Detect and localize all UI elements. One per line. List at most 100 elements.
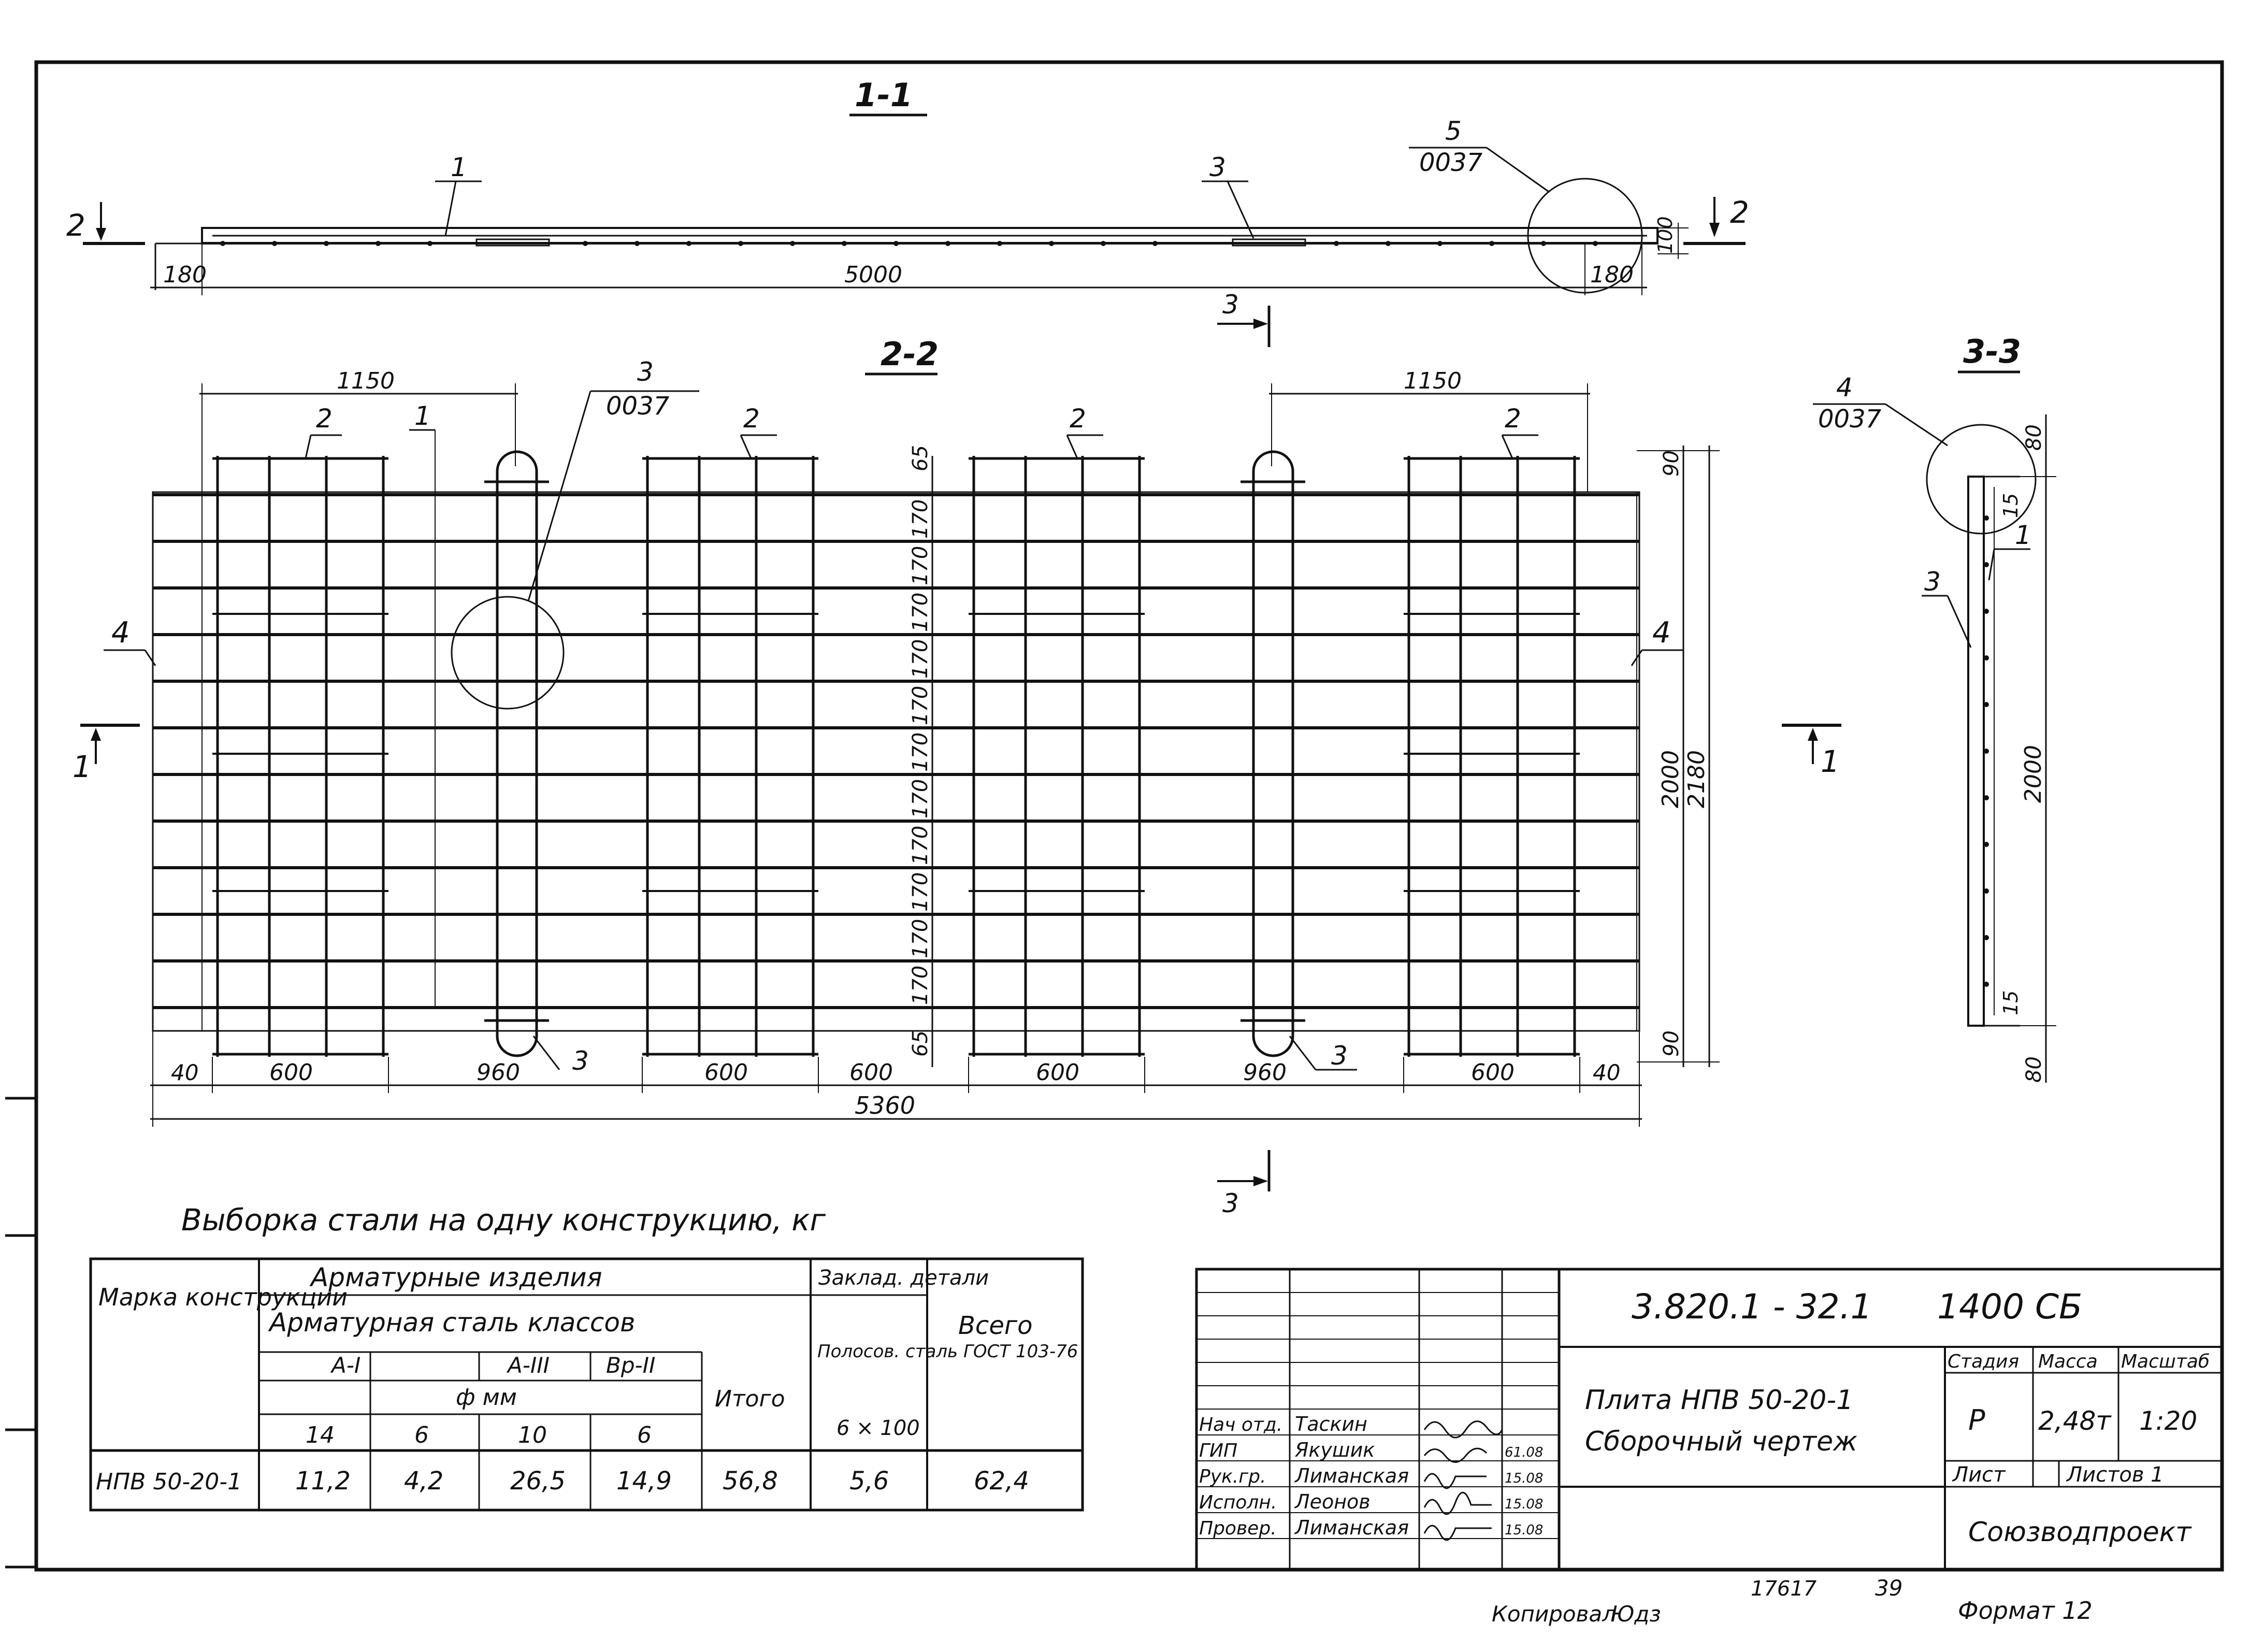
signer-date: 15.08 [1505,1497,1543,1512]
sheet-code: 1400 СБ [1937,1287,2082,1327]
dim-80-bottom: 80 [2022,1056,2046,1083]
callout-2-a: 2 [316,404,333,434]
signer-role: Рук.гр. [1199,1466,1266,1487]
dim-65-bottom: 65 [909,1030,932,1057]
callout-1-side: 1 [2015,520,2031,550]
section-3-3: 3-3 4 0037 1 3 80 15 2000 15 80 [1813,333,2056,1083]
dim-600-3: 600 [849,1059,893,1086]
th-steel: Арматурная сталь классов [268,1308,635,1338]
section-3-3-title: 3-3 [1963,333,2021,370]
steel-table: Выборка стали на одну конструкцию, кг Ма… [89,1202,1084,1512]
dim-600-5: 600 [1471,1059,1515,1086]
signer-name: Леонов [1294,1490,1371,1513]
dim-90-top: 90 [1660,450,1683,477]
th-arm: Арматурные изделия [309,1262,602,1292]
dim-600-1: 600 [269,1059,313,1086]
td-6a: 4,2 [404,1467,443,1496]
dim-170-3: 170 [909,593,932,632]
signatures [1423,1420,1503,1541]
footer: Копировал Юдз 17617 39 Формат 12 [1492,1575,2093,1627]
section-2-2: 2-2 [73,335,1841,1218]
callout-4-detail-ref: 0037 [1818,405,1882,434]
th-a3: A-III [506,1353,550,1378]
signer-date: 15.08 [1505,1522,1543,1538]
callout-4-left: 4 [111,616,130,650]
dim-170-2: 170 [909,546,932,585]
signer-role: Нач отд. [1199,1414,1282,1435]
footer-number: 39 [1875,1575,1902,1601]
th-strip-size: 6 × 100 [837,1416,920,1440]
signers: Нач отд. Таскин ГИП Якушик 61.08 Рук.гр.… [1199,1413,1543,1539]
th-embed: Заклад. детали [818,1266,989,1290]
dim-170-7: 170 [909,779,932,818]
th-dia: ф мм [456,1384,517,1411]
signer-role: Исполн. [1199,1492,1277,1513]
format-label: Формат 12 [1958,1597,2093,1625]
dim-1150-left: 1150 [337,368,395,394]
dim-5000: 5000 [844,262,902,288]
signer-date: 15.08 [1505,1471,1543,1486]
dim-170-1: 170 [909,499,932,539]
cut-1-right: 1 [1821,744,1840,779]
mass-value: 2,48т [2038,1406,2112,1436]
scale-value: 1:20 [2139,1406,2197,1436]
section-1-1-title: 1-1 [855,76,913,114]
dim-15-top: 15 [1999,493,2022,518]
callout-3-bottom-b: 3 [1331,1041,1348,1071]
dim-170-6: 170 [909,732,932,772]
dim-960-1: 960 [477,1059,520,1086]
cut-2-right: 2 [1730,195,1749,230]
callout-5: 5 [1445,116,1462,146]
th-vr2: Bp-II [606,1353,655,1378]
td-total: 62,4 [974,1467,1029,1496]
dim-170-9: 170 [909,872,932,912]
th-6a: 6 [414,1422,429,1448]
cut-2-left: 2 [66,208,85,243]
cut-1-left: 1 [73,749,92,784]
th-all: Всего [958,1311,1032,1340]
callout-3-label: 3 [1209,152,1226,182]
doc-code: 3.820.1 - 32.1 [1632,1287,1872,1327]
dim-40-left: 40 [171,1060,198,1085]
dim-170-11: 170 [909,966,932,1005]
org-name: Союзводпроект [1968,1517,2192,1548]
td-14: 11,2 [295,1467,351,1496]
steel-table-caption: Выборка стали на одну конструкцию, кг [181,1202,826,1238]
dim-170-8: 170 [909,826,932,865]
dim-80-top: 80 [2022,424,2046,451]
dim-1150-right: 1150 [1404,368,1462,394]
dim-170-10: 170 [909,919,932,958]
td-embed: 5,6 [849,1467,889,1496]
th-14: 14 [306,1422,335,1448]
th-a1: A-I [330,1353,360,1378]
inv-number: 17617 [1751,1577,1817,1601]
doc-name-1: Плита НПВ 50-20-1 [1585,1385,1853,1416]
title-block: 3.820.1 - 32.1 1400 СБ Плита НПВ 50-20-1… [1195,1268,2224,1571]
dim-180-left: 180 [163,262,207,288]
th-strip: Полосов. сталь ГОСТ 103-76 [817,1341,1078,1362]
dim-180-right: 180 [1590,262,1634,288]
signer-role: ГИП [1199,1440,1237,1461]
th-10: 10 [518,1422,547,1448]
dim-2000-side: 2000 [2020,745,2046,803]
doc-name-2: Сборочный чертеж [1585,1426,1857,1457]
sheet-frame [34,60,2224,1572]
callout-1-plan: 1 [414,401,431,431]
callout-4-detail: 4 [1836,372,1853,403]
h-scale: Масштаб [2121,1351,2210,1372]
cut-3-bottom: 3 [1222,1188,1239,1218]
signer-date: 61.08 [1505,1445,1543,1460]
dim-65-top: 65 [909,445,932,471]
copier-name: Юдз [1611,1601,1661,1627]
h-mass: Масса [2038,1351,2098,1372]
dim-170-4: 170 [909,639,932,679]
signer-name: Лиманская [1294,1464,1409,1487]
dim-100: 100 [1654,216,1677,254]
dim-40-right: 40 [1593,1060,1620,1085]
dim-600-4: 600 [1036,1059,1079,1086]
callout-3-side: 3 [1924,567,1941,597]
dim-600-2: 600 [704,1059,748,1086]
dim-5360: 5360 [855,1091,915,1119]
callout-1-label: 1 [451,152,467,182]
